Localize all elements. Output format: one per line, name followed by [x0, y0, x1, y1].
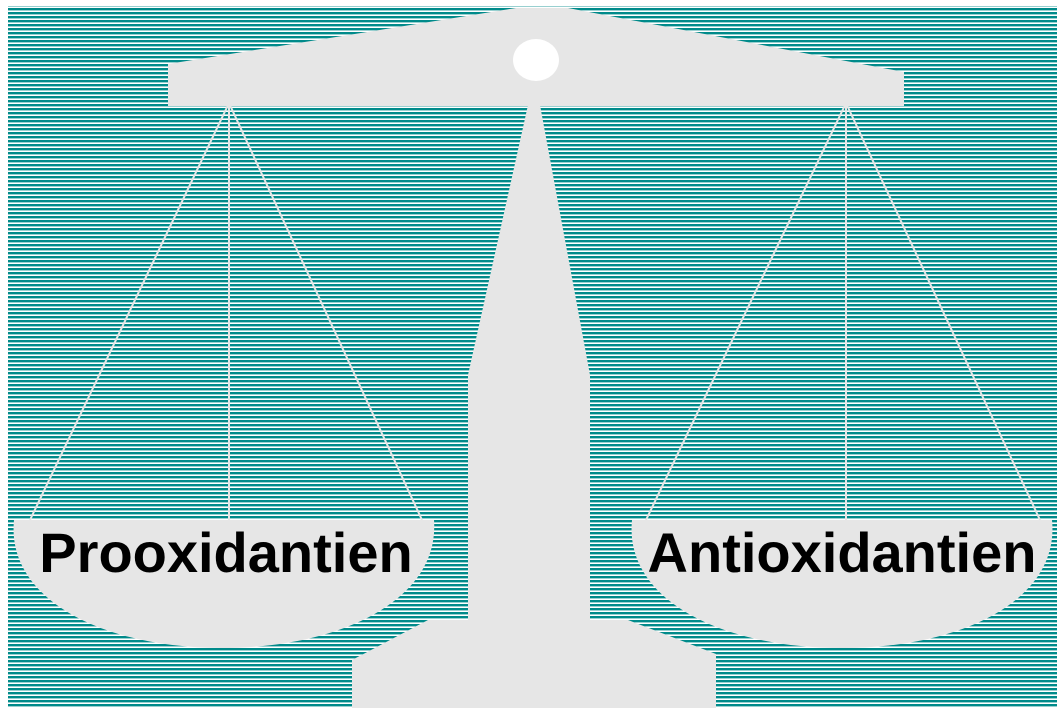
right-pan-label: Antioxidantien — [648, 521, 1037, 584]
pivot-circle — [513, 39, 559, 81]
scale-base — [352, 620, 716, 708]
left-pan-label: Prooxidantien — [39, 521, 412, 584]
